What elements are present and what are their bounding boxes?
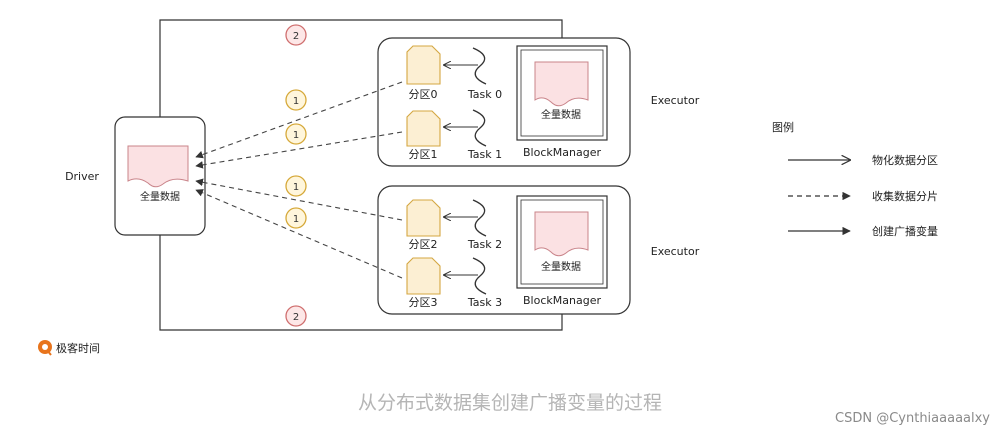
blockmanager-label-1: BlockManager bbox=[523, 294, 601, 307]
partition-label-3: 分区3 bbox=[409, 296, 438, 309]
svg-text:1: 1 bbox=[293, 96, 299, 107]
partition-3: 分区3 bbox=[406, 257, 441, 309]
brand-label: 极客时间 bbox=[56, 341, 100, 355]
executor-label-1: Executor bbox=[651, 245, 700, 258]
source-watermark: CSDN @Cynthiaaaaalxy bbox=[835, 411, 990, 426]
svg-text:1: 1 bbox=[293, 182, 299, 193]
blockmanager-data-label-1: 全量数据 bbox=[541, 260, 581, 273]
step-2-marker-top: 2 bbox=[285, 24, 307, 46]
task-3: Task 3 bbox=[444, 257, 502, 309]
driver-data-label: 全量数据 bbox=[140, 190, 180, 203]
blockmanager-label-0: BlockManager bbox=[523, 146, 601, 159]
collect-arrow-2 bbox=[195, 178, 403, 221]
blockmanager-inner-1 bbox=[520, 199, 604, 285]
collect-arrow-0 bbox=[195, 81, 403, 159]
blockmanager-data-label-0: 全量数据 bbox=[541, 108, 581, 121]
partition-label-1: 分区1 bbox=[409, 148, 438, 161]
task-label-1: Task 1 bbox=[467, 148, 502, 161]
partition-0: 分区0 bbox=[406, 45, 441, 101]
step-1-marker-3: 1 bbox=[285, 207, 307, 229]
svg-text:2: 2 bbox=[293, 312, 299, 323]
driver-data-doc bbox=[127, 145, 189, 188]
task-0: Task 0 bbox=[444, 47, 502, 101]
partition-label-0: 分区0 bbox=[409, 88, 438, 101]
partition-2: 分区2 bbox=[406, 199, 441, 251]
brand-logo: 极客时间 bbox=[38, 340, 100, 356]
task-2: Task 2 bbox=[444, 199, 502, 251]
legend-label-materialize: 物化数据分区 bbox=[872, 153, 938, 167]
svg-text:1: 1 bbox=[293, 214, 299, 225]
legend-label-collect: 收集数据分片 bbox=[872, 189, 938, 203]
task-label-2: Task 2 bbox=[467, 238, 502, 251]
task-label-3: Task 3 bbox=[467, 296, 502, 309]
driver-label: Driver bbox=[65, 170, 99, 183]
partition-1: 分区1 bbox=[406, 110, 441, 161]
blockmanager-inner-0 bbox=[520, 49, 604, 137]
collect-arrow-3 bbox=[195, 189, 403, 279]
task-1: Task 1 bbox=[444, 109, 502, 161]
svg-text:1: 1 bbox=[293, 130, 299, 141]
legend-title: 图例 bbox=[772, 120, 794, 134]
partition-label-2: 分区2 bbox=[409, 238, 438, 251]
figure-caption: 从分布式数据集创建广播变量的过程 bbox=[358, 392, 662, 414]
blockmanager-data-doc-1 bbox=[534, 211, 589, 257]
collect-arrow-1 bbox=[195, 131, 403, 169]
step-1-marker-1: 1 bbox=[285, 123, 307, 145]
step-2-marker-bottom: 2 bbox=[285, 305, 307, 327]
svg-text:2: 2 bbox=[293, 31, 299, 42]
task-label-0: Task 0 bbox=[467, 88, 502, 101]
step-1-marker-0: 1 bbox=[285, 89, 307, 111]
blockmanager-data-doc-0 bbox=[534, 61, 589, 107]
legend-label-broadcast: 创建广播变量 bbox=[872, 224, 938, 238]
step-1-marker-2: 1 bbox=[285, 175, 307, 197]
executor-label-0: Executor bbox=[651, 94, 700, 107]
